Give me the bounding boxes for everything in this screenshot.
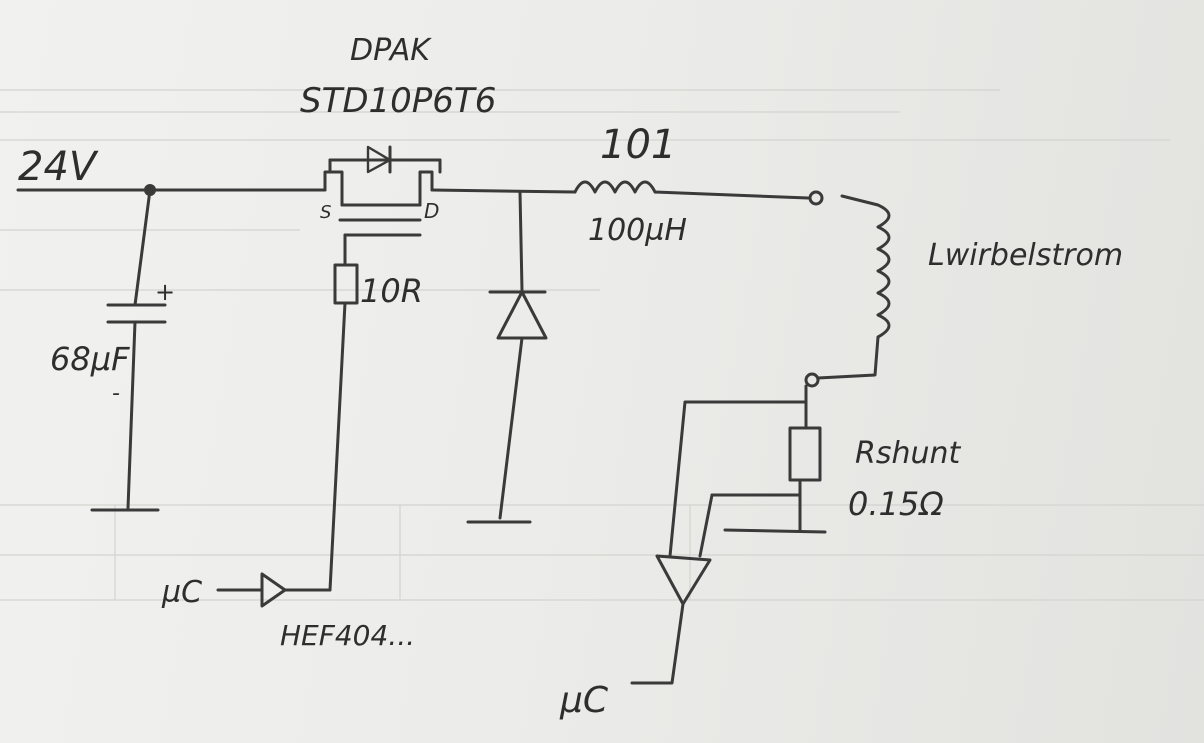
p-mosfet-symbol [323,145,442,237]
driver-ic-label: HEF404... [280,619,415,652]
capacitor-minus-label: - [112,381,120,406]
driver-mc-label: µC [161,575,202,610]
gate-resistor-label: 10R [360,272,423,310]
sense-mc-label: µC [559,680,609,721]
electrolytic-capacitor [90,188,167,512]
drain-rail [430,188,577,194]
mosfet-label: STD10P6T6 [300,81,496,121]
inductor-value-label: 100µH [588,213,687,248]
package-label: DPAK [350,33,432,68]
background-show-through [0,89,1204,601]
capacitor-label: 68µF [50,340,130,378]
freewheel-diode [466,190,548,524]
inductor-code-label: 101 [600,122,676,168]
shunt-name-label: Rshunt [855,436,962,471]
load-coil-symbol [804,194,891,388]
drain-pin-label: D [424,199,439,223]
sense-amplifier [630,400,808,685]
gate-resistor-symbol [320,233,359,592]
capacitor-plus-label: + [155,278,175,306]
shunt-value-label: 0.15Ω [848,485,944,523]
load-coil-label: Lwirbelstrom [928,238,1123,273]
source-pin-label: S [320,202,331,223]
inductor-symbol [573,180,824,206]
shunt-resistor [723,384,827,534]
gate-driver-buffer [216,572,324,608]
supply-label: 24V [18,144,99,190]
